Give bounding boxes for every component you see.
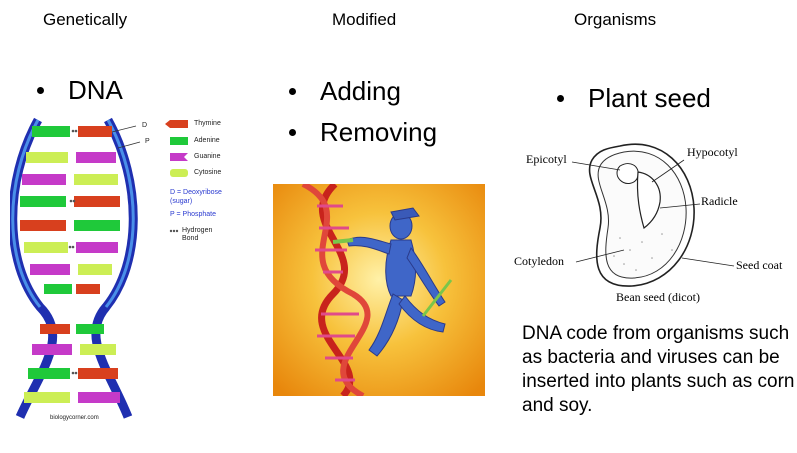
dna-helix-graphic — [8, 117, 188, 419]
bean-seed-graphic — [571, 143, 735, 287]
legend-sugar: (sugar) — [170, 198, 193, 205]
dna-climber-illustration — [273, 181, 485, 399]
legend-hydrogen: Hydrogen — [182, 227, 213, 234]
caption-text: DNA code from organisms such as bacteria… — [522, 323, 795, 416]
heading-genetically: Genetically — [43, 10, 128, 29]
d-marker: D — [142, 122, 148, 129]
p-marker: P — [145, 138, 150, 145]
bullet-text: DNA — [68, 75, 123, 105]
bullet-text: Plant seed — [588, 83, 711, 113]
label-hypocotyl: Hypocotyl — [687, 145, 738, 159]
legend-bond: Bond — [182, 235, 199, 242]
bullet-dot — [289, 129, 296, 136]
bullet-removing: Removing — [289, 117, 437, 148]
bullet-text: Removing — [320, 117, 438, 147]
label-seed-coat: Seed coat — [736, 258, 783, 272]
dna-climber-graphic — [273, 181, 485, 399]
legend-phosphate: P = Phosphate — [170, 211, 216, 218]
watermark-text: biologycorner.com — [50, 415, 99, 421]
legend-thymine: Thymine — [194, 120, 221, 127]
label-radicle: Radicle — [701, 194, 738, 208]
bullet-dot — [289, 88, 296, 95]
label-cotyledon: Cotyledon — [514, 254, 564, 268]
dna-diagram: D P Thymine Adenine Guanine Cytosine D =… — [8, 112, 245, 428]
heading-organisms: Organisms — [574, 10, 657, 29]
legend-cytosine: Cytosine — [194, 169, 222, 176]
bean-seed-diagram: Epicotyl Hypocotyl Radicle Cotyledon See… — [512, 138, 797, 308]
bullet-adding: Adding — [289, 76, 401, 107]
bullet-dot — [37, 87, 44, 94]
label-epicotyl: Epicotyl — [526, 152, 567, 166]
bullet-text: Adding — [320, 76, 401, 106]
bullet-plant-seed: Plant seed — [557, 83, 711, 114]
legend-guanine: Guanine — [194, 153, 221, 160]
label-bean-seed: Bean seed (dicot) — [616, 290, 700, 304]
legend-adenine: Adenine — [194, 137, 220, 144]
legend-deoxyribose: D = Deoxyribose — [170, 189, 222, 196]
bullet-dot — [557, 95, 564, 102]
heading-modified: Modified — [332, 10, 397, 29]
bullet-dna: DNA — [37, 75, 123, 106]
